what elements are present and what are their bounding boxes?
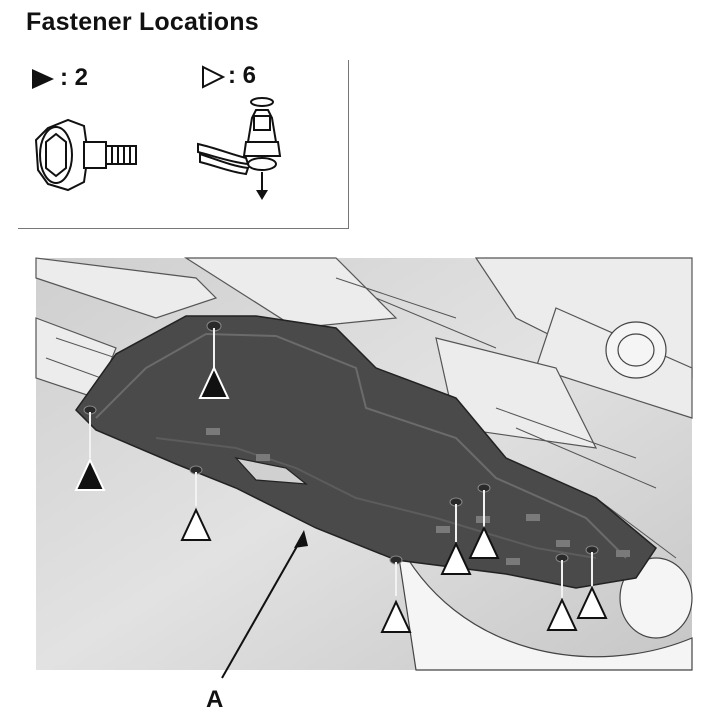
legend-hollow-count: : 6	[228, 62, 257, 89]
filled-triangle-marker	[74, 457, 106, 491]
hollow-triangle-marker	[380, 599, 412, 633]
hollow-triangle-marker	[440, 541, 472, 575]
legend-box	[18, 60, 349, 229]
filled-triangle-marker	[198, 365, 230, 399]
page-title: Fastener Locations	[26, 8, 259, 36]
hollow-triangle-marker	[180, 507, 212, 541]
flange-bolt-icon	[34, 118, 137, 192]
legend-filled-count: : 2	[60, 64, 89, 91]
hollow-triangle-marker	[576, 585, 608, 619]
hollow-triangle-icon	[202, 65, 226, 89]
clip-removal-icon	[197, 97, 282, 200]
callout-label-a: A	[206, 686, 224, 713]
hollow-triangle-marker	[468, 525, 500, 559]
filled-triangle-icon	[32, 69, 54, 89]
skid-plate-diagram	[35, 257, 693, 679]
hollow-triangle-marker	[546, 597, 578, 631]
